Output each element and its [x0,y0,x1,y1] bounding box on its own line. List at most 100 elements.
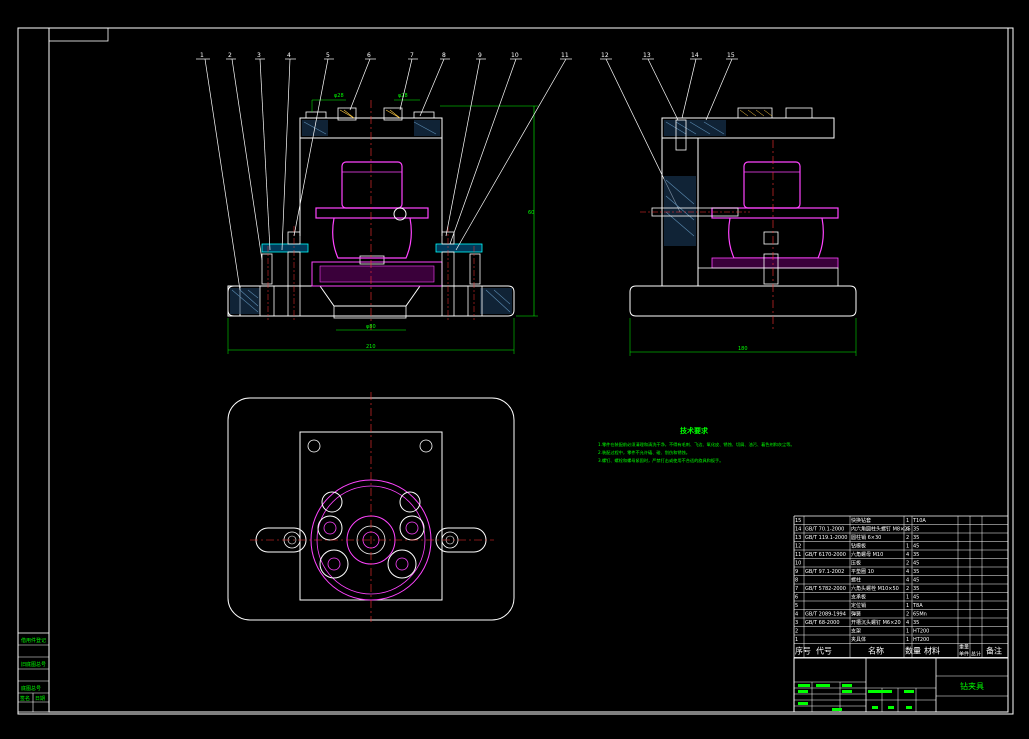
title-block: 钻夹具 [793,657,1009,713]
bom-row-5-no: 5 [795,603,798,609]
bom-row-3-no: 3 [795,620,798,626]
tech-title: 技术要求 [680,426,709,435]
bom-row-6-material: 45 [913,595,919,601]
bom-row-10-material: 45 [913,561,919,567]
bom-row-15-qty: 1 [906,518,909,524]
bom-row-13-code: GB/T 119.1-2000 [805,535,847,541]
bom-row-8-material: 45 [913,578,919,584]
front-view: 210 φ80 60 φ28 φ28 [227,93,538,354]
balloon-12: 12 [601,52,609,59]
bom-row-7-name: 六角头螺栓 M10×50 [851,585,899,592]
bom-row-3-material: 35 [913,620,919,626]
bom-row-14-qty: 4 [906,527,909,533]
bom-row-10-qty: 2 [906,561,909,567]
balloon-14: 14 [691,52,699,59]
bom-row-11-no: 11 [795,552,801,558]
bom-row-15-material: T10A [912,518,926,524]
bom-row-11-material: 35 [913,552,919,558]
strip-label-4: 底图总号 [21,685,41,692]
bom-row-2-name: 支架 [851,628,861,635]
tech-line-3: 3.螺钉、螺栓和螺母紧固时，严禁打击或使用不合适的旋具和扳手。 [598,457,723,464]
bom-row-13-no: 13 [795,535,801,541]
bom-row-9-no: 9 [795,569,798,575]
bom-row-14-code: GB/T 70.1-2000 [805,527,844,533]
bom-header-no: 序号 [795,646,811,656]
strip-label-6: 日期 [35,696,45,702]
bom-row-6-no: 6 [795,595,798,601]
balloon-7: 7 [410,52,414,59]
bom-row-11-name: 六角螺母 M10 [851,551,883,558]
bom-row-11-code: GB/T 6170-2000 [805,552,846,558]
balloon-4: 4 [287,52,291,59]
bom-row-1-qty: 1 [906,637,909,643]
bom-row-9-material: 35 [913,569,919,575]
left-registration-strip: 借用件登记 旧底图总号 底图总号 签名 日期 [17,632,50,713]
balloon-10: 10 [511,52,519,59]
dim-bore: φ80 [366,324,376,330]
bom-row-4-name: 弹簧 [851,611,861,618]
tech-line-1: 1.零件在装配前必须清理和清洗干净，不得有毛刺、飞边、氧化皮、锈蚀、切屑、油污、… [598,441,795,448]
bom-row-7-material: 35 [913,586,919,592]
bom-row-2-no: 2 [795,629,798,635]
bom-row-8-qty: 4 [906,578,909,584]
bom-header-code: 代号 [816,646,832,656]
bom-row-1-material: HT200 [913,637,929,643]
bom-row-4-material: 65Mn [913,612,927,618]
bom-row-14-no: 14 [795,527,801,533]
bom-row-8-no: 8 [795,578,798,584]
bom-row-14-name: 内六角圆柱头螺钉 M8×25 [851,526,911,533]
dim-width-side: 180 [738,346,748,352]
bom-row-1-no: 1 [795,637,798,643]
inner-frame [48,27,1009,713]
balloon-1: 1 [200,52,204,59]
bom-row-10-no: 10 [795,561,801,567]
bom-row-12-no: 12 [795,544,801,550]
strip-label-0: 借用件登记 [21,637,46,644]
bom-header-name: 名称 [868,646,884,656]
bom-row-15-no: 15 [795,518,801,524]
bom-row-12-qty: 1 [906,544,909,550]
bom-row-13-qty: 2 [906,535,909,541]
bom-row-5-qty: 1 [906,603,909,609]
bom-row-13-material: 35 [913,535,919,541]
bom-row-4-no: 4 [795,612,798,618]
bom-row-3-qty: 4 [906,620,909,626]
bom-header-unit: 单件 [959,651,969,658]
bom-row-4-qty: 2 [906,612,909,618]
bom-row-9-name: 平垫圈 10 [851,568,874,575]
bom-row-9-code: GB/T 97.1-2002 [805,569,844,575]
bom-header-qty: 数量 [905,646,921,656]
bom-row-4-code: GB/T 2089-1994 [805,612,846,618]
balloon-8: 8 [442,52,446,59]
bom-row-7-no: 7 [795,586,798,592]
bom-row-15-name: 快换钻套 [851,517,871,524]
balloon-2: 2 [228,52,232,59]
dim-width-front: 210 [366,344,376,350]
side-view: 180 [629,107,857,356]
tech-requirements: 技术要求 1.零件在装配前必须清理和清洗干净，不得有毛刺、飞边、氧化皮、锈蚀、切… [598,426,795,464]
balloon-11: 11 [561,52,569,59]
balloon-15: 15 [727,52,735,59]
bom-row-13-name: 圆柱销 6×30 [851,534,881,541]
balloon-3: 3 [257,52,261,59]
bom-row-10-name: 压板 [851,560,861,567]
bom-header-total: 总计 [971,651,981,658]
bom-row-5-name: 定位销 [851,602,866,609]
bom-row-7-qty: 2 [906,586,909,592]
bom-row-14-material: 35 [913,527,919,533]
dim-hole-right: φ28 [398,93,408,99]
dim-hole-left: φ28 [334,93,344,99]
top-view [227,392,515,622]
bom-row-5-material: T8A [912,603,923,609]
bom-row-1-name: 夹具体 [851,636,866,643]
drawing-name: 钻夹具 [960,681,984,691]
bom-header-remarks: 备注 [986,646,1002,656]
bom-row-12-name: 钻模板 [851,543,866,550]
bom-row-7-code: GB/T 5782-2000 [805,586,846,592]
bom-row-12-material: 45 [913,544,919,550]
balloon-5: 5 [326,52,330,59]
leader-lines [196,58,738,291]
bom-row-8-name: 螺柱 [851,577,861,584]
